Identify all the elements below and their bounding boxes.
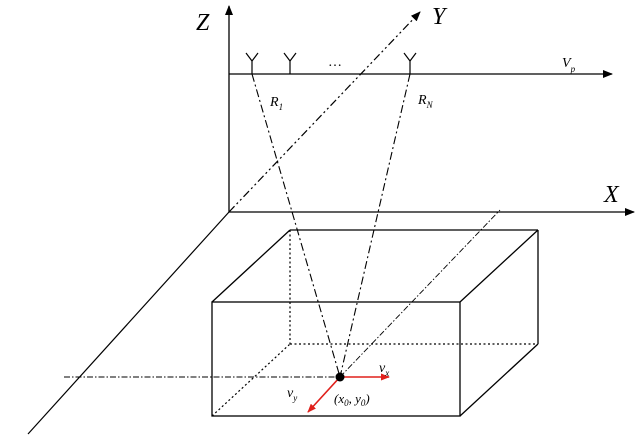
antenna-icon-n bbox=[403, 52, 417, 74]
vx-label: vx bbox=[379, 361, 389, 378]
x-axis-label: X bbox=[603, 182, 620, 208]
antenna-ellipsis: … bbox=[328, 55, 342, 70]
vy-label: vy bbox=[287, 386, 297, 403]
platform-velocity-label: Vp bbox=[562, 56, 576, 74]
range-line-first bbox=[251, 73, 341, 378]
vy-arrow bbox=[307, 376, 341, 413]
scene-box bbox=[211, 229, 539, 417]
target-point bbox=[335, 372, 345, 382]
target-position-label: (x0, y0) bbox=[334, 391, 370, 408]
antenna-icon-2 bbox=[283, 52, 297, 74]
ground-line bbox=[27, 211, 230, 435]
scene-box-hidden-edges bbox=[211, 230, 538, 417]
y-axis bbox=[228, 11, 421, 213]
range-first-label: R1 bbox=[269, 95, 283, 112]
y-projection-line bbox=[339, 209, 501, 378]
y-axis-label: Y bbox=[432, 4, 448, 30]
range-last-label: RN bbox=[417, 93, 434, 110]
z-axis-label: Z bbox=[196, 10, 210, 36]
antenna-icon-1 bbox=[245, 52, 259, 74]
range-line-last bbox=[339, 73, 411, 378]
